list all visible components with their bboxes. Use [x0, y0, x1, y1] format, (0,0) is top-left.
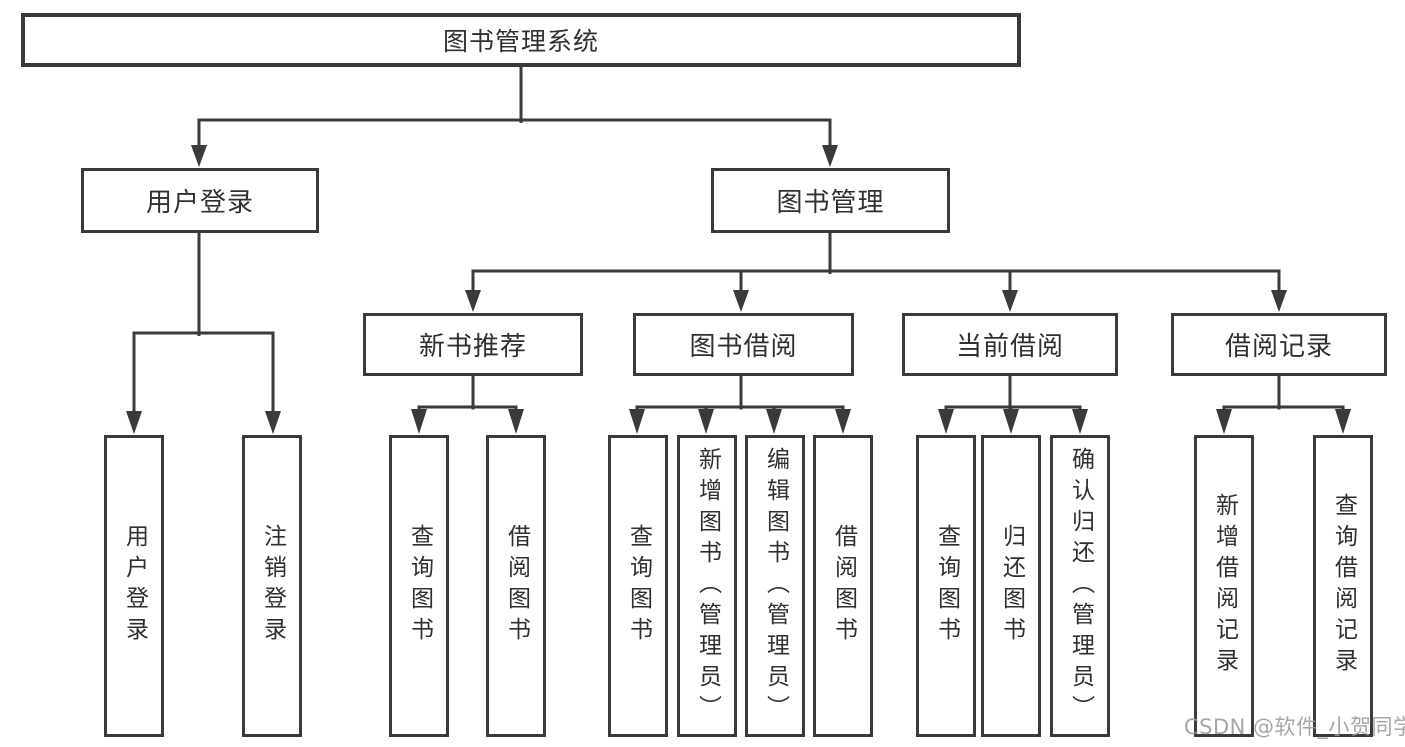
- leaf-return-book: 归还图书: [981, 435, 1041, 737]
- node-new-book-recommend: 新书推荐: [363, 313, 583, 376]
- leaf-confirm-return-admin: 确认归还（管理员）: [1050, 435, 1110, 737]
- node-current-borrow-label: 当前借阅: [955, 332, 1064, 362]
- node-book-borrow-label: 图书借阅: [689, 332, 798, 362]
- node-borrow-records: 借阅记录: [1171, 313, 1387, 376]
- node-root: 图书管理系统: [21, 13, 1021, 67]
- leaf-user-login: 用户登录: [104, 435, 164, 737]
- node-book-borrow: 图书借阅: [633, 313, 854, 376]
- node-borrow-records-label: 借阅记录: [1224, 332, 1333, 362]
- leaf-edit-book-admin: 编辑图书（管理员）: [745, 435, 805, 737]
- node-book-management-label: 图书管理: [776, 188, 885, 218]
- leaf-add-book-admin: 新增图书（管理员）: [677, 435, 737, 737]
- leaf-logout: 注销登录: [242, 435, 302, 737]
- node-new-book-recommend-label: 新书推荐: [418, 332, 527, 362]
- leaf-query-books-recommend: 查询图书: [389, 435, 449, 737]
- csdn-watermark: CSDN @软件_小贺同学: [1184, 715, 1405, 739]
- leaf-borrow-books-recommend: 借阅图书: [486, 435, 546, 737]
- node-root-label: 图书管理系统: [442, 27, 599, 56]
- leaf-query-books-current: 查询图书: [916, 435, 976, 737]
- leaf-query-books-borrow: 查询图书: [608, 435, 668, 737]
- leaf-query-borrow-record: 查询借阅记录: [1313, 435, 1373, 737]
- node-book-management: 图书管理: [711, 168, 950, 233]
- leaf-add-borrow-record: 新增借阅记录: [1194, 435, 1254, 737]
- node-current-borrow: 当前借阅: [902, 313, 1118, 376]
- node-user-login: 用户登录: [81, 168, 319, 233]
- leaf-borrow-books: 借阅图书: [813, 435, 873, 737]
- node-user-login-label: 用户登录: [145, 188, 254, 218]
